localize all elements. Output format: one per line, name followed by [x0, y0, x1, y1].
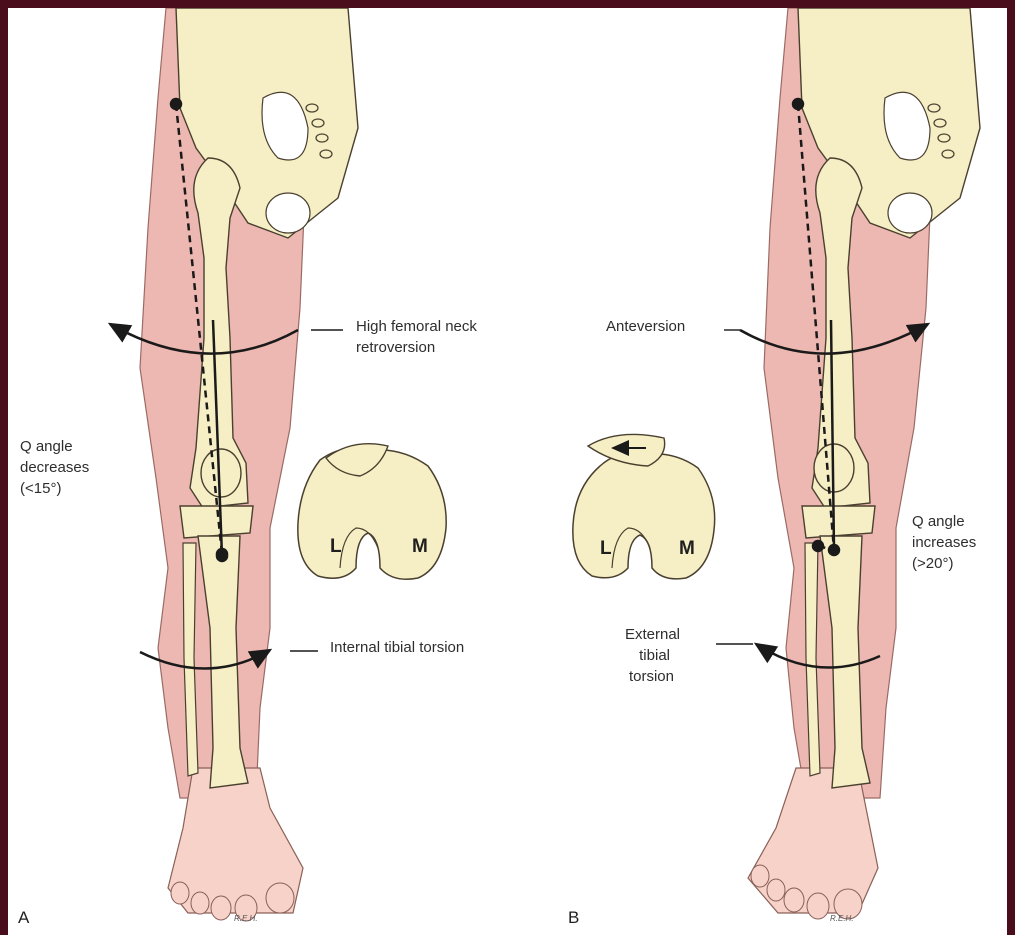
- panel-a-q-angle-line1: Q angle: [20, 436, 89, 457]
- panel-a-q-angle-line2: decreases: [20, 457, 89, 478]
- panel-b-medial-condyle-label: M: [679, 538, 695, 560]
- figure: High femoral neck retroversion Q angle d…: [8, 8, 1007, 935]
- panel-b-tibial-line1: External: [582, 624, 712, 645]
- illustration: [8, 8, 1007, 935]
- panel-b-tibial-line2: tibial: [582, 645, 712, 666]
- panel-b-letter: B: [568, 908, 579, 928]
- panel-a-letter: A: [18, 908, 29, 928]
- panel-b-q-angle-label: Q angle increases (>20°): [912, 511, 976, 574]
- panel-a-signature: R.E.H.: [234, 914, 258, 923]
- panel-a-femoral-label: High femoral neck retroversion: [356, 316, 477, 358]
- panel-a-medial-condyle-label: M: [412, 536, 428, 558]
- panel-a-obturator: [266, 193, 310, 233]
- panel-b-q-angle-line3: (>20°): [912, 553, 976, 574]
- panel-a-lateral-condyle-label: L: [330, 536, 342, 558]
- panel-a-condyle-section: [298, 444, 446, 580]
- panel-b-leg: [716, 8, 980, 919]
- panel-a-q-angle-label: Q angle decreases (<15°): [20, 436, 89, 499]
- panel-a-femoral-label-line2: retroversion: [356, 337, 477, 358]
- panel-b-q-angle-line1: Q angle: [912, 511, 976, 532]
- panel-b-lateral-condyle-label: L: [600, 538, 612, 560]
- panel-b-obturator: [888, 193, 932, 233]
- panel-b-tibial-label: External tibial torsion: [582, 624, 712, 687]
- panel-b-tibial-line3: torsion: [582, 666, 712, 687]
- panel-b-femoral-label: Anteversion: [606, 316, 685, 337]
- panel-a-femoral-label-line1: High femoral neck: [356, 316, 477, 337]
- panel-a-patella: [201, 449, 241, 497]
- panel-a-tibial-label: Internal tibial torsion: [330, 637, 464, 658]
- panel-b-q-angle-line2: increases: [912, 532, 976, 553]
- panel-a-q-angle-line3: (<15°): [20, 478, 89, 499]
- panel-b-signature: R.E.H.: [830, 914, 854, 923]
